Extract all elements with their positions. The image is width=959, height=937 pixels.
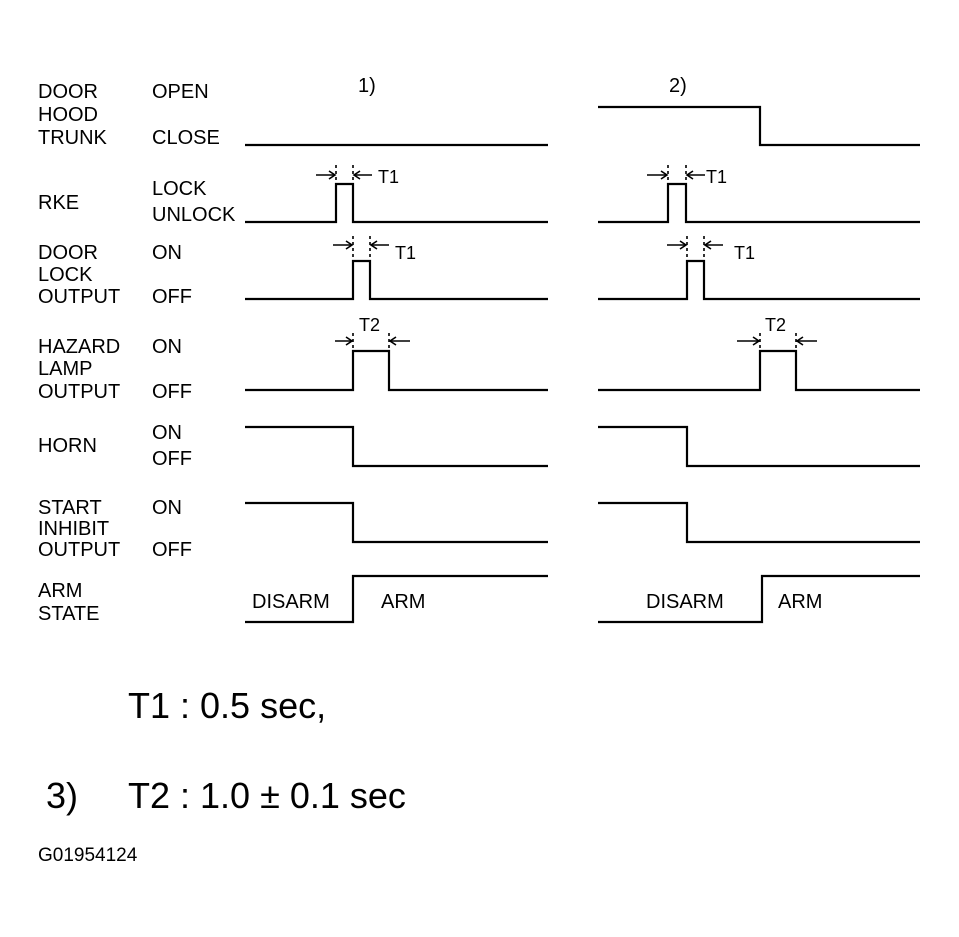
state-unlock: UNLOCK (152, 204, 236, 226)
label-start-2: INHIBIT (38, 518, 109, 540)
case-1-disarm-label: DISARM (252, 591, 330, 613)
case-1-horn-wave (245, 425, 548, 468)
label-arm-2: STATE (38, 603, 99, 625)
case-2-hazard-t2-label: T2 (765, 315, 786, 335)
label-trunk: TRUNK (38, 127, 108, 149)
case-2-rke-t1-label: T1 (706, 167, 727, 187)
case-2-door-lock-t1-label: T1 (734, 243, 755, 263)
case-2-waveforms (598, 105, 920, 624)
case-1-label: 1) (358, 75, 376, 97)
label-hazard-3: OUTPUT (38, 381, 120, 403)
case-1-start-inhibit-wave (245, 501, 548, 544)
case-2-arm-label: ARM (778, 591, 822, 613)
case-2-rke-wave (598, 182, 920, 224)
label-horn: HORN (38, 435, 97, 457)
case-1-rke-wave (245, 182, 548, 224)
case-1-door-lock-wave (245, 259, 548, 301)
case-1-hazard-t2-marker: T2 (335, 315, 410, 352)
state-hazard-on: ON (152, 336, 182, 358)
case-2-disarm-label: DISARM (646, 591, 724, 613)
case-1-waveforms (245, 143, 548, 624)
case-1-rke-t1-label: T1 (378, 167, 399, 187)
case-2-hazard-t2-marker: T2 (737, 315, 817, 352)
state-open: OPEN (152, 81, 209, 103)
signal-labels: DOOR HOOD TRUNK RKE DOOR LOCK OUTPUT HAZ… (38, 81, 120, 625)
note-t2: T2 : 1.0 ± 0.1 sec (128, 775, 406, 816)
state-start-on: ON (152, 497, 182, 519)
label-door-lock-1: DOOR (38, 242, 98, 264)
state-labels: OPEN CLOSE LOCK UNLOCK ON OFF ON OFF ON … (152, 81, 236, 561)
case-2-hazard-wave (598, 349, 920, 392)
case-2-horn-wave (598, 425, 920, 468)
note-prefix: 3) (46, 775, 78, 816)
state-lock: LOCK (152, 178, 207, 200)
label-door-lock-2: LOCK (38, 264, 93, 286)
state-door-lock-on: ON (152, 242, 182, 264)
state-door-lock-off: OFF (152, 286, 192, 308)
case-2-arm-state-wave (598, 574, 920, 624)
figure-id: G01954124 (38, 845, 138, 866)
case-1-door-lock-t1-label: T1 (395, 243, 416, 263)
case-2-door-wave (598, 105, 920, 147)
state-horn-on: ON (152, 422, 182, 444)
label-start-1: START (38, 497, 102, 519)
case-2-start-inhibit-wave (598, 501, 920, 544)
case-2-label: 2) (669, 75, 687, 97)
state-close: CLOSE (152, 127, 220, 149)
note-t1: T1 : 0.5 sec, (128, 685, 326, 726)
state-hazard-off: OFF (152, 381, 192, 403)
case-2-rke-t1-marker: T1 (647, 165, 727, 187)
label-rke: RKE (38, 192, 79, 214)
case-1-door-lock-t1-marker: T1 (333, 236, 416, 263)
state-start-off: OFF (152, 539, 192, 561)
label-arm-1: ARM (38, 580, 82, 602)
label-hazard-1: HAZARD (38, 336, 120, 358)
case-2-door-lock-t1-marker: T1 (667, 236, 755, 263)
label-hazard-2: LAMP (38, 358, 92, 380)
case-1-arm-label: ARM (381, 591, 425, 613)
label-door: DOOR (38, 81, 98, 103)
case-1-hazard-t2-label: T2 (359, 315, 380, 335)
state-horn-off: OFF (152, 448, 192, 470)
label-start-3: OUTPUT (38, 539, 120, 561)
label-hood: HOOD (38, 104, 98, 126)
case-1-hazard-wave (245, 349, 548, 392)
case-1-arm-state-wave (245, 574, 548, 624)
label-door-lock-3: OUTPUT (38, 286, 120, 308)
case-2-door-lock-wave (598, 259, 920, 301)
case-1-rke-t1-marker: T1 (316, 165, 399, 187)
